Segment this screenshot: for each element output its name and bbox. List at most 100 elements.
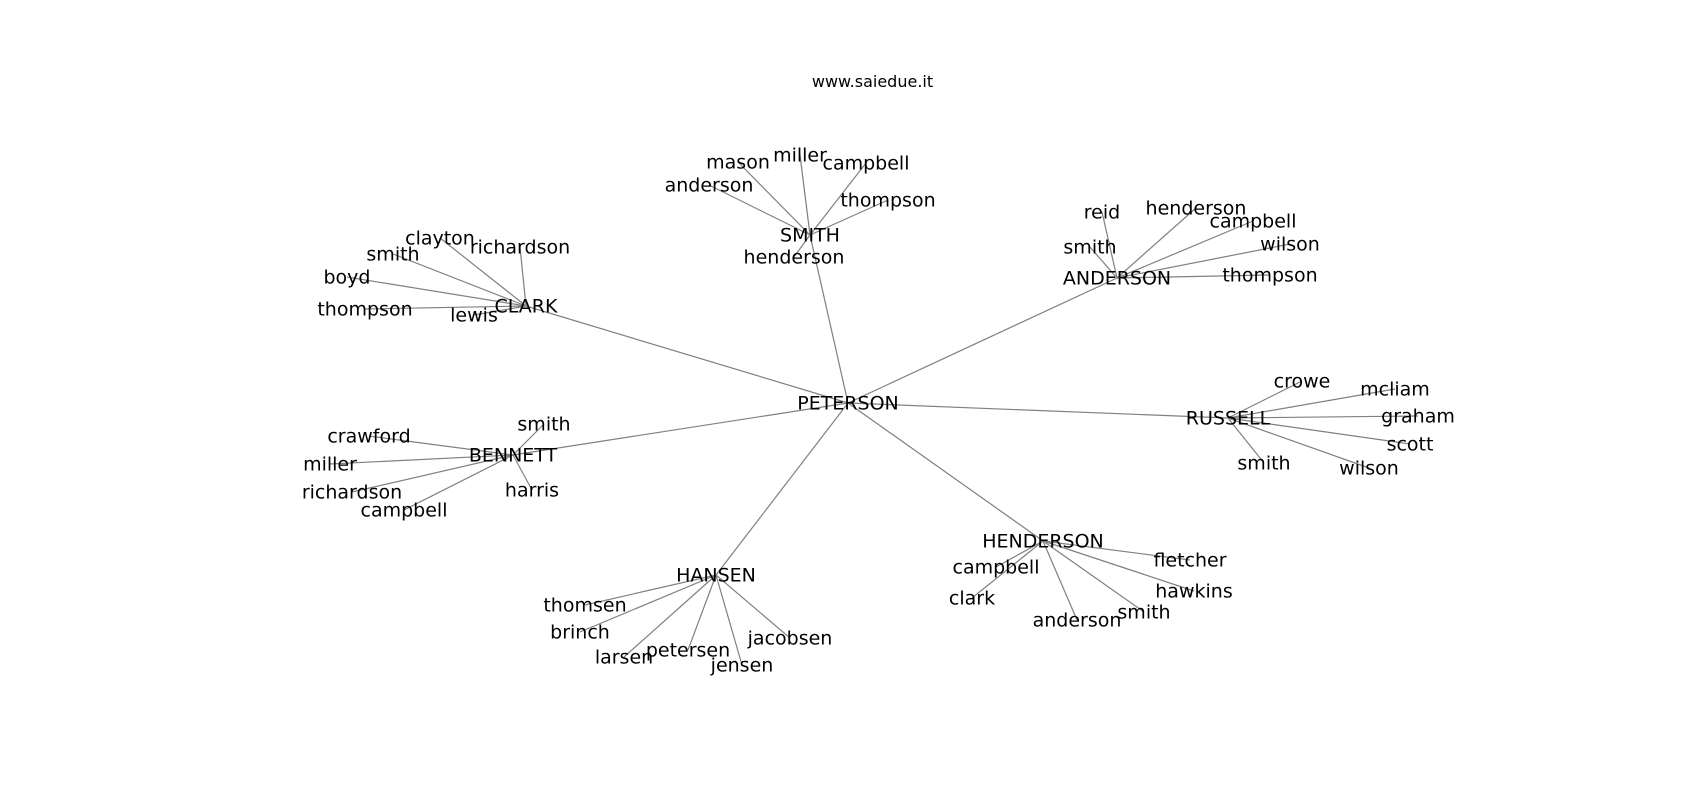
edge-center-russell [847,402,1229,419]
edge-bennett-smith [512,423,545,456]
edge-russell-mcliam [1227,388,1396,419]
edge-smith-anderson [708,184,811,236]
node-leaf: reid [1084,202,1120,224]
node-leaf: anderson [665,175,754,197]
edge-bennett-harris [512,454,533,491]
edge-hansen-jensen [715,574,743,666]
edge-bennett-richardson [351,454,514,493]
node-leaf: miller [303,454,357,476]
node-leaf: anderson [1033,610,1122,632]
node-hub-hansen: HANSEN [676,565,756,587]
edge-clark-lewis [473,305,527,316]
edge-henderson-clark [971,540,1044,599]
diagram-title: www.saiedue.it [811,72,934,91]
edge-center-henderson [847,402,1044,542]
node-leaf: henderson [1146,198,1247,220]
edge-center-smith [809,234,849,404]
node-leaf: smith [366,244,419,266]
node-leaf: smith [517,414,570,436]
edge-smith-mason [737,161,811,236]
node-leaf: clark [949,588,995,610]
node-leaf: fletcher [1153,550,1226,572]
node-leaf: smith [1117,602,1170,624]
node-leaf: mcliam [1360,379,1430,401]
edge-anderson-campbell [1116,220,1254,279]
edge-smith-miller [799,154,811,236]
node-leaf: wilson [1339,458,1399,480]
node-hub-russell: RUSSELL [1186,408,1271,430]
node-leaf: smith [1237,453,1290,475]
node-leaf: hawkins [1155,581,1232,603]
edge-center-bennett [512,402,849,456]
edge-clark-smith [392,253,527,307]
edge-clark-clayton [439,237,527,307]
edge-henderson-hawkins [1042,540,1195,592]
edge-anderson-smith [1089,246,1118,279]
node-leaf: henderson [744,247,845,269]
node-leaf: wilson [1260,234,1320,256]
edge-hansen-brinch [579,574,717,633]
edge-russell-smith [1227,417,1265,464]
node-leaf: jensen [710,655,774,677]
node-hub-anderson: ANDERSON [1063,268,1171,290]
node-leaf: thompson [317,299,412,321]
edge-henderson-anderson [1042,540,1078,621]
node-leaf: harris [505,480,559,502]
edge-bennett-crawford [368,435,514,456]
edge-hansen-larsen [623,574,717,658]
edge-center-anderson [847,277,1118,404]
edge-russell-crowe [1227,380,1303,419]
node-hub-clark: CLARK [495,296,558,318]
edge-hansen-thomsen [584,574,717,606]
edge-henderson-campbell [995,540,1044,568]
edge-russell-wilson [1227,417,1370,469]
node-leaf: crawford [327,426,410,448]
node-leaf: brinch [550,622,610,644]
edge-hansen-jacobsen [715,574,791,639]
node-leaf: lewis [450,305,498,327]
edge-anderson-reid [1101,211,1118,279]
edge-anderson-wilson [1116,243,1291,279]
edge-clark-thompson [364,305,527,310]
node-leaf: campbell [953,557,1040,579]
node-leaf: clayton [405,228,475,250]
edge-russell-graham [1227,415,1419,419]
node-center: PETERSON [797,393,899,415]
node-leaf: thomsen [543,595,626,617]
edge-bennett-campbell [403,454,514,511]
edge-hansen-petersen [687,574,717,651]
node-hub-smith: SMITH [780,225,840,247]
node-leaf: crowe [1274,371,1331,393]
node-leaf: thompson [1222,265,1317,287]
node-leaf: campbell [823,153,910,175]
node-leaf: miller [773,145,827,167]
edge-smith-henderson [793,234,811,258]
edge-anderson-thompson [1116,274,1271,279]
node-leaf: smith [1063,237,1116,259]
node-leaf: petersen [646,640,730,662]
edge-russell-scott [1227,417,1411,445]
node-leaf: larsen [595,647,653,669]
edge-smith-thompson [809,199,889,236]
edge-center-clark [525,305,849,404]
edge-henderson-smith [1042,540,1145,613]
labels-layer: PETERSONCLARKclaytonrichardsonsmithboydt… [302,145,1455,677]
node-leaf: boyd [324,267,371,289]
node-leaf: graham [1381,406,1455,428]
node-leaf: campbell [361,500,448,522]
edges-layer [329,154,1419,666]
node-leaf: richardson [470,237,570,259]
edge-clark-boyd [346,276,527,307]
node-leaf: richardson [302,482,402,504]
node-leaf: scott [1387,434,1434,456]
edge-bennett-miller [329,454,514,465]
edge-center-hansen [715,402,849,576]
edge-henderson-fletcher [1042,540,1191,561]
node-hub-henderson: HENDERSON [982,531,1104,553]
node-leaf: mason [706,152,770,174]
node-leaf: campbell [1210,211,1297,233]
node-leaf: jacobsen [747,628,833,650]
node-leaf: thompson [840,190,935,212]
edge-clark-richardson [519,246,527,307]
